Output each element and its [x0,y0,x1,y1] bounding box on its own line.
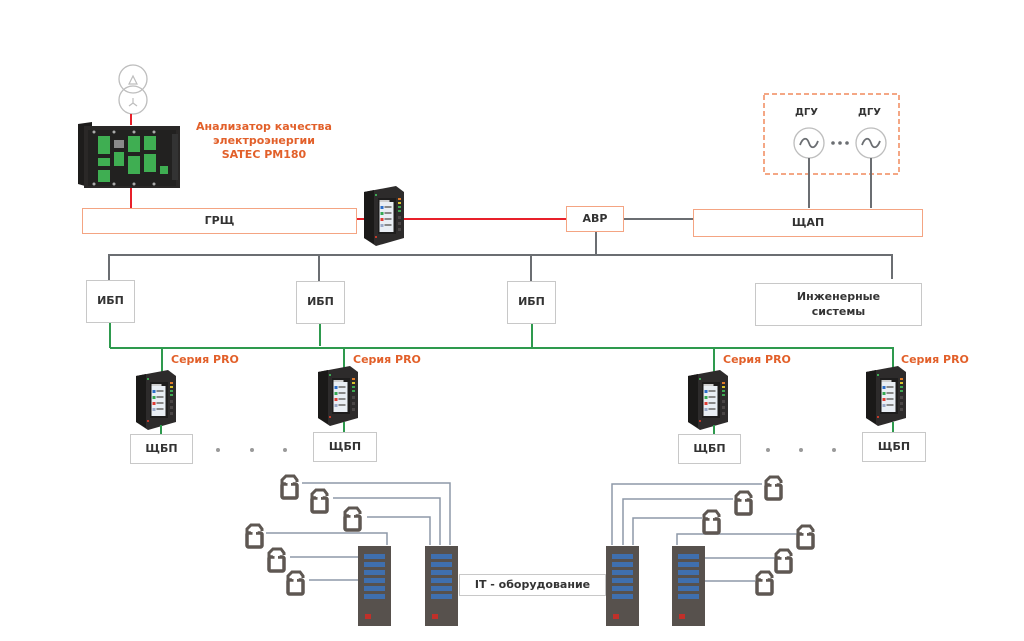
shbp-box-1[interactable]: ЩБП [130,434,193,464]
shbp-box-3[interactable]: ЩБП [678,434,741,464]
generator-icon [855,127,887,159]
ups-label: ИБП [97,294,124,308]
current-clamp-icon [764,475,783,501]
pro-series-label-2: Серия PRO [353,353,421,366]
delta-winding-icon [128,74,138,85]
current-clamp-icon [245,523,264,549]
shbp-label: ЩБП [328,439,362,453]
generator-ellipsis [831,141,849,145]
analyzer-caption-line-2: электроэнергии [213,134,315,147]
current-clamp-icon [734,490,753,516]
current-clamp-icon [702,509,721,535]
current-clamp-icon [796,524,815,550]
current-clamp-icon [343,506,362,532]
server-rack-icon [358,546,391,626]
ups-label: ИБП [307,295,334,309]
server-rack-icon [606,546,639,626]
shbp-label: ЩБП [693,441,726,455]
grsh-label: ГРЩ [204,213,235,227]
current-clamp-icon [774,548,793,574]
analyzer-caption-line-1: Анализатор качества [196,120,332,133]
generator-icon [793,127,825,159]
it-equipment-label: IT - оборудование [474,577,591,591]
wye-winding-icon [128,98,138,107]
shbp-label: ЩБП [877,439,911,453]
ct-wiring-right [611,483,798,582]
dgu-group-frame [763,93,900,175]
pro-meter-main-image [364,186,404,246]
current-clamp-icon [280,474,299,500]
shap-label: ЩАП [791,215,825,229]
engineering-systems-box[interactable]: Инженерные системы [755,283,922,326]
pro-series-label-3: Серия PRO [723,353,791,366]
ups-box-3[interactable]: ИБП [507,281,556,324]
grsh-box[interactable]: ГРЩ [82,208,357,234]
pro-meter-image [688,370,728,430]
shbp-box-4[interactable]: ЩБП [862,432,926,462]
shap-box[interactable]: ЩАП [693,209,923,237]
pm180-analyzer-image [78,122,180,188]
current-clamp-icon [267,547,286,573]
shbp-box-2[interactable]: ЩБП [313,432,377,462]
server-rack-icon [672,546,705,626]
dgu-label-1: ДГУ [795,107,818,118]
analyzer-caption-line-3: SATEC PM180 [221,148,307,161]
avr-box[interactable]: АВР [566,206,624,232]
ups-box-1[interactable]: ИБП [86,280,135,323]
analyzer-caption: Анализатор качества электроэнергии SATEC… [196,120,332,162]
avr-label: АВР [582,211,608,225]
pro-meter-image [318,366,358,426]
current-clamp-icon [286,570,305,596]
pro-meter-image [136,370,176,430]
current-clamp-icon [755,570,774,596]
pro-series-label-1: Серия PRO [171,353,239,366]
ups-label: ИБП [518,295,545,309]
ups-box-2[interactable]: ИБП [296,281,345,324]
ct-wiring-left [266,482,451,581]
shbp-label: ЩБП [145,441,178,455]
pro-series-label-4: Серия PRO [901,353,969,366]
engineering-systems-label: Инженерные системы [796,289,881,318]
server-rack-icon [425,546,458,626]
dgu-label-2: ДГУ [858,107,881,118]
transformer-icon [118,64,148,115]
pro-meter-image [866,366,906,426]
it-equipment-box[interactable]: IT - оборудование [459,574,606,596]
current-clamp-icon [310,488,329,514]
